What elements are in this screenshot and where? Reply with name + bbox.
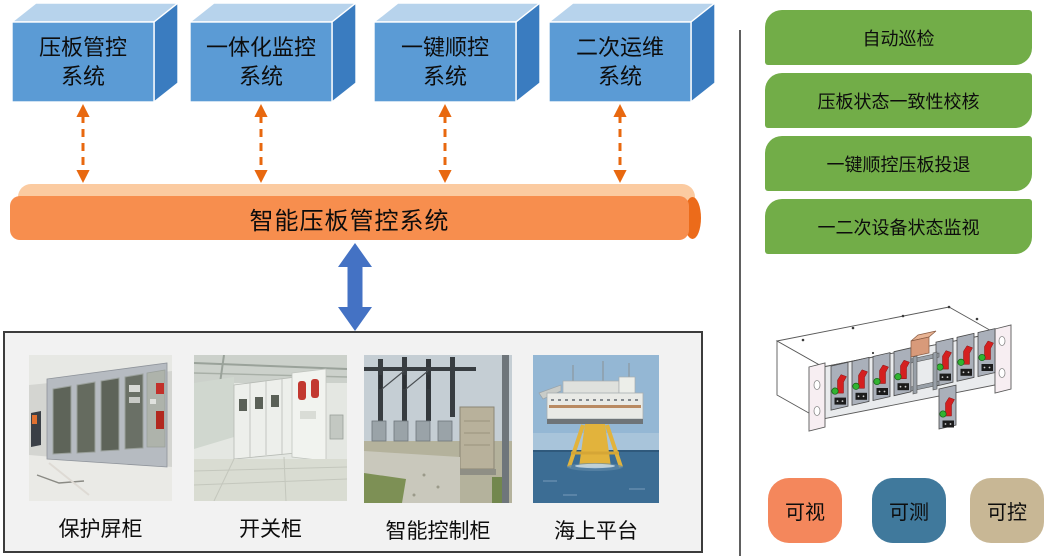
system-box-label-line1: 一键顺控 [400, 34, 489, 60]
capability-controllable: 可控 [970, 478, 1044, 543]
system-box-pressure-plate-management: 压板管控 系统 [9, 0, 181, 104]
equipment-smart-control-cabinet: 智能控制柜 [364, 355, 512, 545]
system-box-integrated-monitoring: 一体化监控 系统 [187, 0, 359, 104]
cube-3d-icon [187, 1, 359, 104]
system-box-label-line2: 系统 [238, 64, 283, 89]
equipment-panel: 保护屏柜 [3, 331, 703, 553]
offshore-platform-photo [533, 355, 659, 503]
feature-item-device-status-monitoring: 一二次设备状态监视 [765, 199, 1032, 254]
system-box-label-line1: 一体化监控 [205, 34, 316, 60]
system-box-secondary-operation-maintenance: 二次运维 系统 [546, 0, 718, 104]
system-box-label-line1: 二次运维 [575, 34, 664, 60]
feature-label: 自动巡检 [862, 28, 935, 49]
feature-item-auto-inspection: 自动巡检 [765, 10, 1032, 65]
capability-label: 可视 [785, 502, 825, 524]
feature-label: 一键顺控压板投退 [826, 154, 971, 175]
smart-control-cabinet-photo [364, 355, 512, 503]
dashed-link-arrow-icon [254, 104, 268, 183]
platform-bar-label: 智能压板管控系统 [249, 207, 450, 235]
protection-screen-cabinet-photo [29, 355, 172, 501]
system-box-label: 一键顺控 系统 [374, 22, 516, 102]
system-box-label: 二次运维 系统 [549, 22, 691, 102]
bidirectional-arrow-icon [338, 243, 372, 331]
system-box-label: 压板管控 系统 [12, 22, 154, 102]
feature-item-one-key-plate-switching: 一键顺控压板投退 [765, 136, 1032, 191]
system-box-label-line2: 系统 [597, 64, 642, 89]
equipment-protection-screen-cabinet: 保护屏柜 [29, 355, 172, 543]
system-box-label-line2: 系统 [60, 64, 105, 89]
system-box-label-line1: 压板管控 [38, 34, 127, 60]
feature-label: 压板状态一致性校核 [817, 91, 980, 112]
platform-bar: 智能压板管控系统 [10, 196, 689, 240]
feature-label: 一二次设备状态监视 [817, 217, 980, 238]
system-box-label: 一体化监控 系统 [190, 22, 332, 102]
capability-visible: 可视 [768, 478, 842, 543]
equipment-label: 智能控制柜 [385, 520, 491, 543]
feature-item-state-consistency-check: 压板状态一致性校核 [765, 73, 1032, 128]
system-box-label-line2: 系统 [422, 64, 467, 89]
dashed-link-arrow-icon [613, 104, 627, 183]
section-divider [739, 30, 741, 556]
equipment-switchgear-cabinet: 开关柜 [194, 355, 347, 543]
switchgear-cabinet-photo [194, 355, 347, 501]
cube-3d-icon [9, 1, 181, 104]
system-box-one-key-sequence-control: 一键顺控 系统 [371, 0, 543, 104]
capability-label: 可测 [889, 502, 929, 524]
equipment-offshore-platform: 海上平台 [533, 355, 659, 545]
dashed-link-arrow-icon [438, 104, 452, 183]
equipment-label: 保护屏柜 [58, 518, 143, 541]
pressure-plate-device-illustration [775, 305, 1012, 432]
dashed-link-arrow-icon [76, 104, 90, 183]
capability-measurable: 可测 [872, 478, 946, 543]
cube-3d-icon [371, 1, 543, 104]
equipment-label: 开关柜 [239, 518, 302, 541]
equipment-label: 海上平台 [554, 520, 638, 543]
capability-label: 可控 [987, 502, 1027, 524]
cube-3d-icon [546, 1, 718, 104]
